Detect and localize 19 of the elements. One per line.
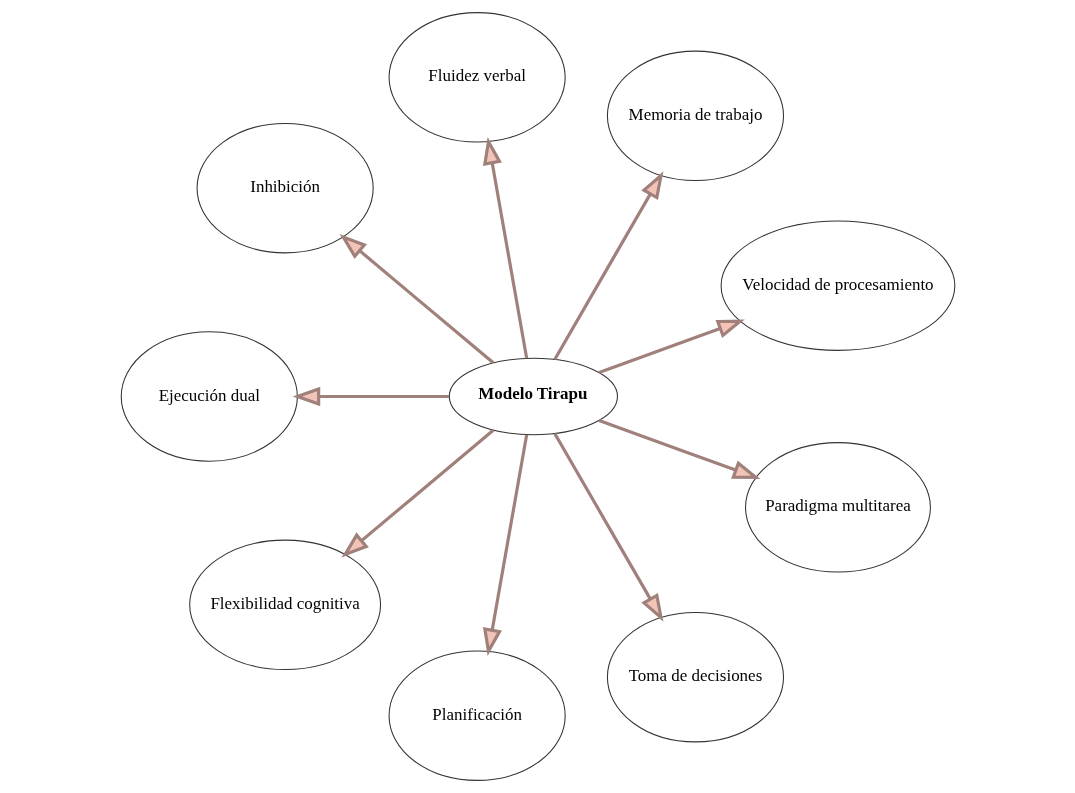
arrow xyxy=(482,434,528,656)
arrow xyxy=(598,418,760,480)
arrow xyxy=(552,171,663,361)
arrow xyxy=(341,429,494,558)
node-ellipse: Fluidez verbal xyxy=(388,12,566,143)
arrow xyxy=(339,233,494,364)
arrow xyxy=(552,432,663,622)
arrow xyxy=(482,137,528,359)
node-ellipse: Planificación xyxy=(388,650,566,781)
node-ellipse: Paradigma multitarea xyxy=(744,442,931,573)
arrow xyxy=(598,319,745,375)
node-ellipse: Toma de decisiones xyxy=(606,611,784,743)
node-ellipse: Modelo Tirapu xyxy=(448,357,618,436)
node-ellipse: Flexibilidad cognitiva xyxy=(188,539,381,671)
node-ellipse: Velocidad de procesamiento xyxy=(720,220,955,351)
node-ellipse: Memoria de trabajo xyxy=(606,50,784,182)
node-ellipse: Ejecución dual xyxy=(120,331,298,462)
node-ellipse: Inhibición xyxy=(196,122,374,254)
arrow xyxy=(292,386,449,407)
